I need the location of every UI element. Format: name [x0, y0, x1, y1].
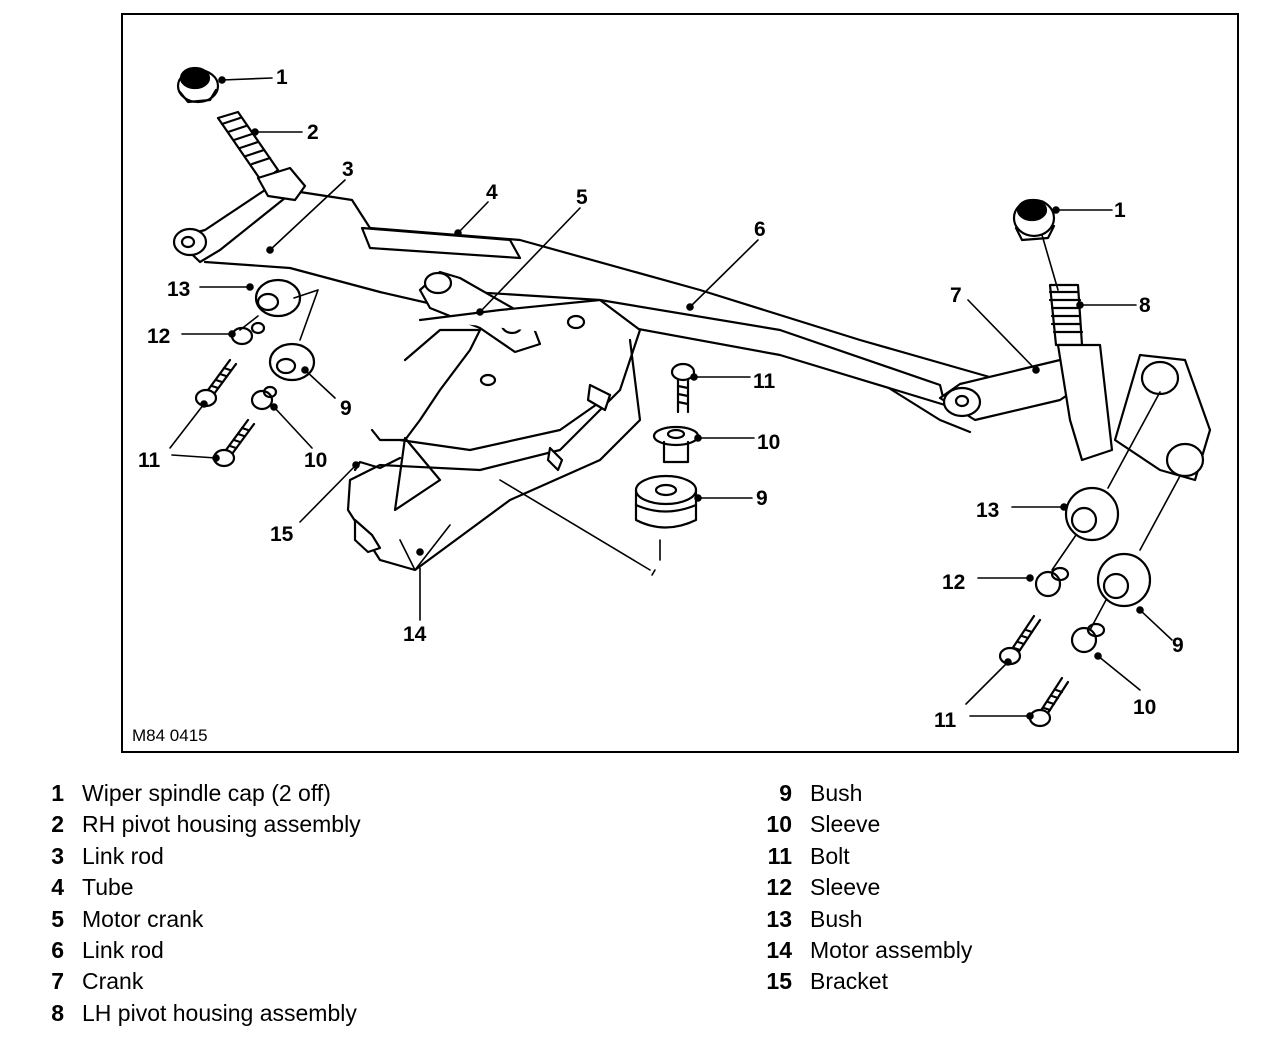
bolt-11-right-upper [998, 614, 1042, 666]
legend-number: 15 [766, 968, 792, 995]
legend-label: Sleeve [810, 874, 881, 901]
legend-number: 14 [766, 937, 792, 964]
legend-item: 14 Motor assembly [756, 935, 972, 966]
bolt-11-center [670, 362, 696, 414]
legend-item: 2 RH pivot housing assembly [28, 809, 361, 840]
callout-10-right: 10 [1133, 696, 1156, 719]
callout-9-left: 9 [340, 397, 352, 420]
callout-3: 3 [342, 158, 354, 181]
lh-pivot-housing [1048, 283, 1212, 482]
callout-12-left: 12 [147, 325, 170, 348]
sleeve-12-right [1034, 566, 1070, 598]
legend-label: Motor crank [82, 905, 204, 932]
legend-number: 3 [51, 842, 64, 869]
legend-item: 11 Bolt [756, 841, 972, 872]
sleeve-10-center [652, 425, 700, 464]
legend-number: 8 [51, 999, 64, 1026]
wiper-linkage-drawing: 1 2 3 4 5 6 7 1 8 13 12 9 10 11 11 10 9 … [132, 66, 1212, 745]
callout-12-right: 12 [942, 571, 965, 594]
legend-number: 2 [51, 811, 64, 838]
rh-pivot-housing [216, 110, 307, 202]
legend-item: 3 Link rod [28, 841, 361, 872]
callout-1-rh: 1 [276, 66, 288, 89]
legend-label: Tube [82, 874, 134, 901]
legend-item: 7 Crank [28, 966, 361, 997]
legend-label: Bracket [810, 968, 888, 995]
diagram-frame [121, 13, 1239, 753]
bush-13-right [1064, 486, 1120, 542]
callout-10-left: 10 [304, 449, 327, 472]
legend-number: 5 [51, 905, 64, 932]
legend-number: 9 [779, 780, 792, 806]
callout-1-lh: 1 [1114, 199, 1126, 222]
legend-item: 15 Bracket [756, 966, 972, 997]
spindle-cap-rh [176, 66, 220, 104]
legend-item: 9 Bush [756, 778, 972, 809]
legend-left: 1 Wiper spindle cap (2 off) 2 RH pivot hou… [28, 778, 361, 1029]
legend-number: 11 [767, 842, 792, 869]
legend-item: 1 Wiper spindle cap (2 off) [28, 778, 361, 809]
motor-assembly [346, 298, 642, 572]
legend-label: Crank [82, 968, 144, 995]
legend-number: 6 [51, 937, 64, 964]
bolt-11-left-lower [212, 418, 256, 468]
callout-11-center: 11 [753, 370, 776, 393]
callout-7: 7 [950, 284, 962, 307]
bush-9-right [1096, 552, 1152, 608]
callout-10-center: 10 [757, 431, 780, 454]
sleeve-10-right [1070, 622, 1106, 654]
callout-13-left: 13 [167, 278, 190, 301]
callout-8: 8 [1139, 294, 1151, 317]
legend-number: 1 [51, 780, 64, 806]
legend-label: Sleeve [810, 811, 881, 838]
bush-9-left [268, 342, 316, 382]
bush-9-center [634, 474, 698, 529]
legend-label: Link rod [82, 842, 164, 869]
legend-label: Link rod [82, 937, 164, 964]
legend-label: Bush [810, 905, 863, 932]
bush-13-left [254, 278, 302, 318]
legend-number: 4 [51, 874, 64, 901]
figure-reference: M84 0415 [132, 726, 208, 745]
legend-label: Bolt [810, 842, 850, 869]
legend-item: 12 Sleeve [756, 872, 972, 903]
legend-label: Wiper spindle cap (2 off) [82, 780, 331, 806]
legend-label: Motor assembly [810, 937, 973, 964]
legend-label: Bush [810, 780, 863, 806]
legend-label: LH pivot housing assembly [82, 999, 357, 1026]
callout-14: 14 [403, 623, 427, 646]
sleeve-12-left [230, 321, 266, 346]
bolt-11-right-lower [1028, 676, 1070, 728]
callout-labels: 1 2 3 4 5 6 7 1 8 13 12 9 10 11 11 10 9 … [132, 66, 1184, 745]
callout-13-right: 13 [976, 499, 999, 522]
legend-item: 4 Tube [28, 872, 361, 903]
bolt-11-left-upper [194, 358, 238, 408]
sleeve-10-left [250, 385, 278, 411]
callout-11-left: 11 [138, 449, 161, 472]
legend-item: 8 LH pivot housing assembly [28, 998, 361, 1029]
legend-item: 13 Bush [756, 904, 972, 935]
legend-item: 6 Link rod [28, 935, 361, 966]
legend-number: 13 [766, 905, 792, 932]
callout-9-right: 9 [1172, 634, 1184, 657]
legend-item: 10 Sleeve [756, 809, 972, 840]
legend-number: 12 [766, 874, 792, 901]
legend-label: RH pivot housing assembly [82, 811, 361, 838]
callout-9-center: 9 [756, 487, 768, 510]
legend-item: 5 Motor crank [28, 904, 361, 935]
callout-2: 2 [307, 121, 319, 144]
callout-4: 4 [486, 181, 498, 204]
leader-lines [169, 76, 1181, 720]
callout-11-right: 11 [934, 709, 957, 732]
spindle-cap-lh [1012, 198, 1056, 242]
callout-5: 5 [576, 186, 588, 209]
callout-15: 15 [270, 523, 294, 546]
legend-number: 10 [766, 811, 792, 838]
legend-number: 7 [51, 968, 64, 995]
callout-6: 6 [754, 218, 766, 241]
